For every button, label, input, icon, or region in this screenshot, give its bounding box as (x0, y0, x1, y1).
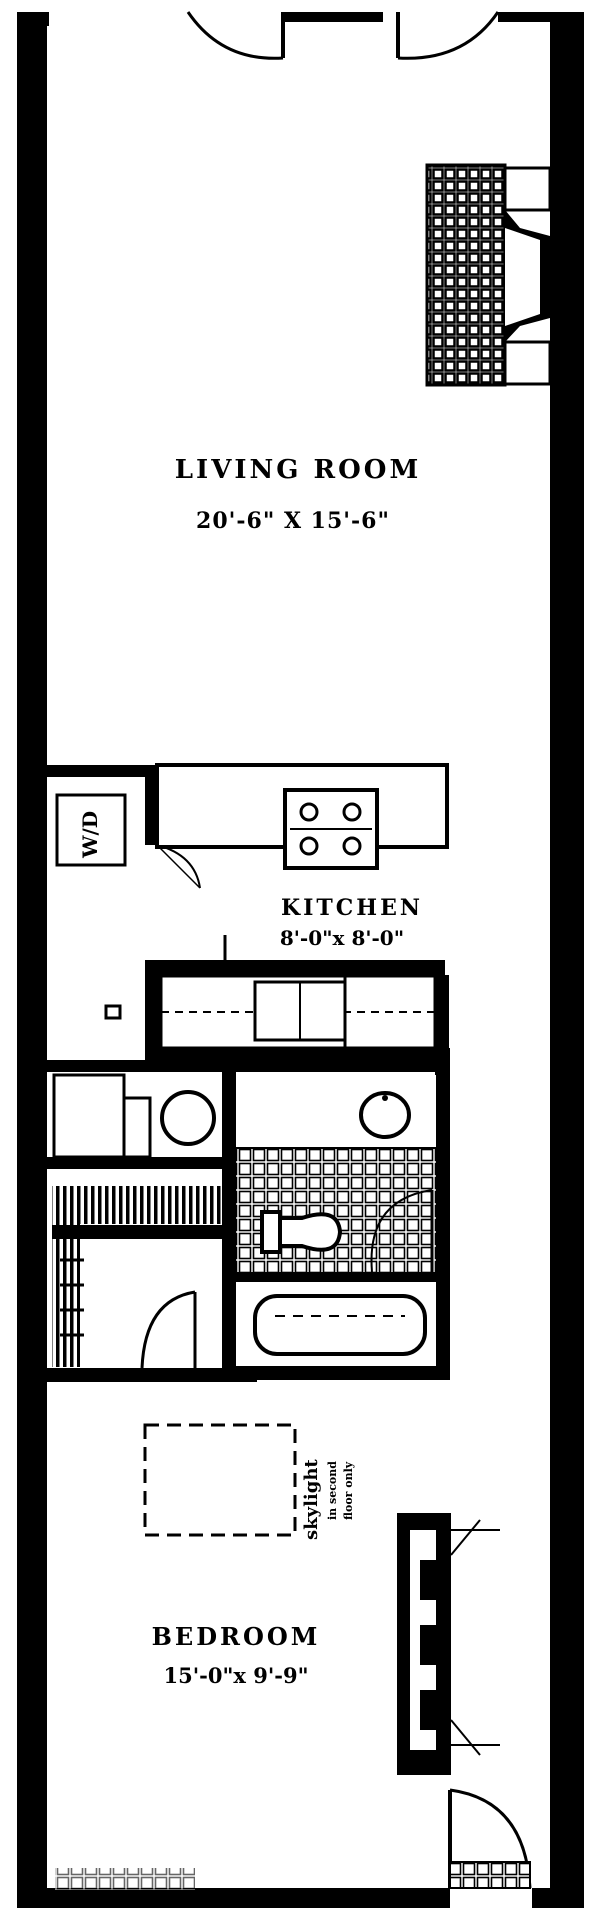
top-wall-left (17, 12, 49, 26)
kitchen-name: KITCHEN (281, 895, 423, 921)
bottom-wall (47, 1888, 450, 1908)
living-room-dims: 20'-6" X 15'-6" (196, 508, 390, 534)
toilet (276, 1212, 343, 1252)
laundry-closet: W/D (47, 765, 201, 889)
fireplace (425, 163, 552, 387)
mechanical-closet (47, 1060, 257, 1169)
kitchen-counter-upper (155, 763, 449, 870)
water-heater (160, 1090, 216, 1146)
bathtub (253, 1294, 427, 1356)
left-wall (17, 12, 47, 1908)
exterior-walls (17, 12, 584, 1908)
bathroom (222, 1060, 450, 1380)
living-room-name: LIVING ROOM (175, 455, 421, 485)
bedroom-closet (397, 1513, 500, 1775)
top-wall-mid (283, 12, 383, 22)
right-wall (550, 12, 584, 1908)
bathroom-sink (359, 1091, 411, 1139)
entry-doors (186, 11, 500, 60)
skylight-note-1: in second (326, 1461, 339, 1520)
skylight: skylight in second floor only (143, 1423, 355, 1540)
washer-dryer-label: W/D (78, 811, 102, 859)
skylight-label: skylight (301, 1459, 322, 1540)
bedroom-name: BEDROOM (152, 1622, 321, 1651)
bedroom-dims: 15'-0"x 9'-9" (163, 1663, 308, 1688)
staircase (47, 1186, 257, 1382)
bottom-wall-right (532, 1888, 584, 1908)
bedroom-door (448, 1788, 532, 1889)
bottom-hatch (55, 1868, 195, 1890)
kitchen-counter-lower (104, 935, 450, 1075)
top-wall-right (498, 12, 584, 22)
kitchen-dims: 8'-0"x 8'-0" (280, 926, 404, 950)
skylight-note-2: floor only (342, 1461, 355, 1520)
